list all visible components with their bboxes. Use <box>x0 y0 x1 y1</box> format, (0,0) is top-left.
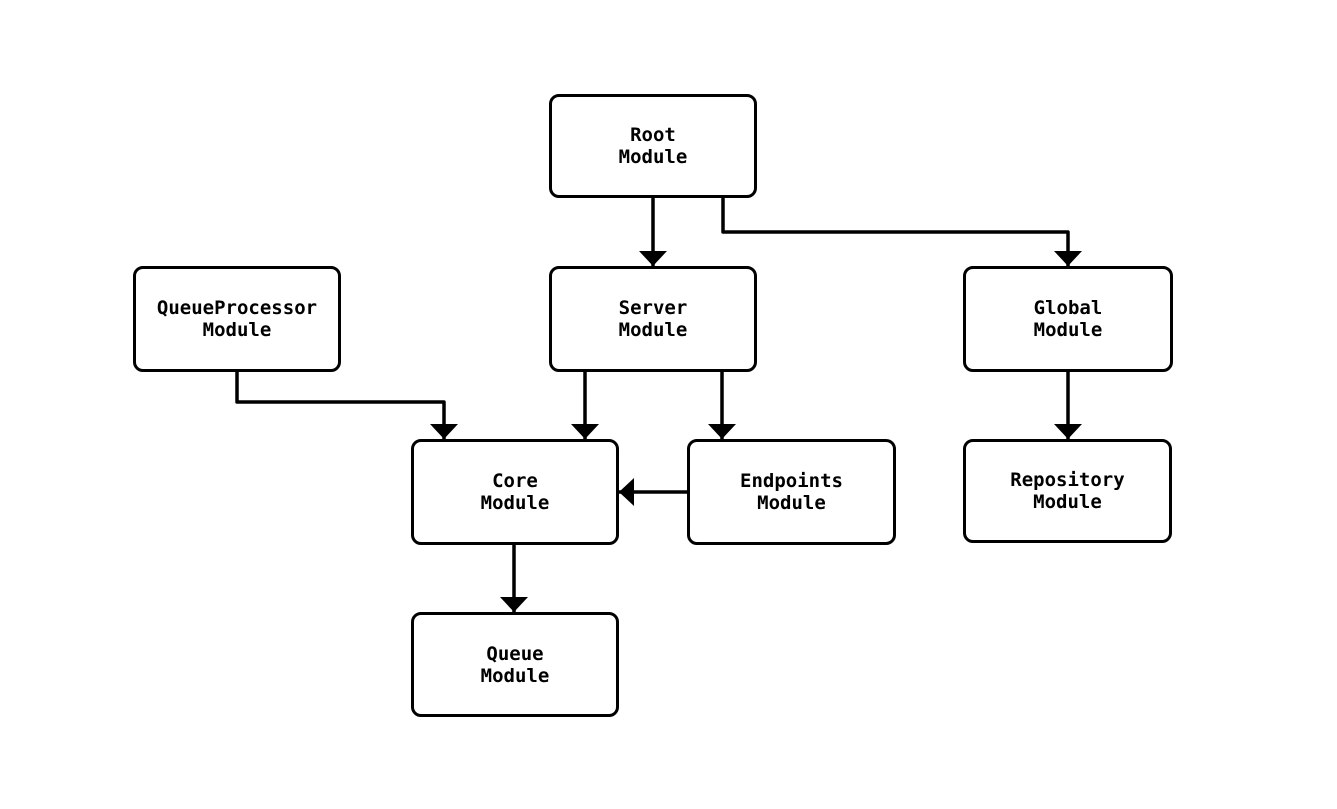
node-label: Endpoints <box>740 470 843 492</box>
node-label: QueueProcessor <box>156 297 318 319</box>
node-label: Root <box>630 124 676 146</box>
node-label: Global <box>1033 297 1103 319</box>
node-label: Module <box>202 319 272 341</box>
node-label: Queue <box>486 642 544 665</box>
node-label: Module <box>618 319 688 341</box>
edge-root-module-to-global-module <box>721 198 1082 266</box>
node-label: Module <box>618 146 688 168</box>
node-label: Repository <box>1010 469 1125 491</box>
node-label: Module <box>757 492 826 514</box>
node-label: Module <box>480 664 550 687</box>
edge-queueprocessor-module-to-core-module <box>235 372 458 439</box>
node-label: Module <box>480 492 550 514</box>
node-label: Module <box>1033 319 1103 341</box>
node-label: Core <box>492 470 538 492</box>
node-label: Module <box>1033 491 1102 513</box>
node-label: Server <box>618 297 688 319</box>
